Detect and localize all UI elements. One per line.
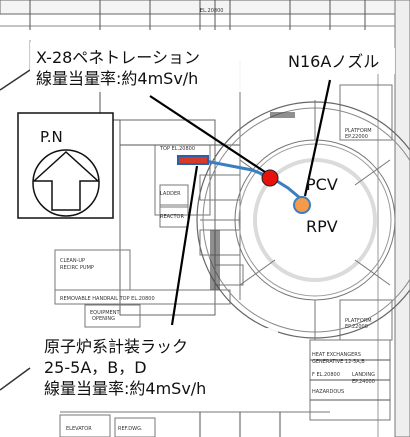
recirc-label: RECIRC PUMP (60, 265, 94, 271)
heat-exchangers-sub-label: GENERATIVE 12-5A,B (312, 359, 365, 365)
platform-bot-label: PLATFORM (345, 318, 372, 324)
landing-label: LANDING (352, 372, 375, 378)
ladder-label: LADDER (160, 191, 181, 197)
north-label: P.N (40, 128, 63, 146)
rpv-label: RPV (306, 217, 338, 236)
nozzle-leader (303, 79, 332, 197)
penetration-marker (261, 169, 279, 187)
blueprint-labels: TOP EL.20800 PLATFORM EP.22000 PLATFORM … (60, 8, 375, 432)
reactor-label: REACTOR (160, 214, 184, 220)
platform-top-label: PLATFORM (345, 128, 372, 134)
floor-el-label: F EL.20800 (312, 372, 340, 378)
equipment-label: EQUIPMENT (90, 310, 120, 316)
el20800-top-label: EL.20800 (200, 8, 223, 14)
penetration-title: X-28ペネトレーション (36, 48, 200, 67)
platform-top-el-label: EP.22000 (345, 134, 368, 140)
nozzle-title: N16Aノズル (288, 52, 379, 71)
rack-ids: 25-5A，B，D (44, 358, 147, 377)
rack-dose: 線量当量率:約4mSv/h (44, 379, 206, 398)
heat-exchangers-label: HEAT EXCHANGERS (312, 352, 361, 358)
opening-label: OPENING (92, 316, 115, 322)
handrail-label: REMOVABLE HANDRAIL TOP EL.20800 (60, 296, 155, 302)
clean-up-label: CLEAN-UP (60, 258, 85, 264)
ref-dwg-label: REF.DWG. (118, 426, 143, 432)
penetration-callout: X-28ペネトレーション 線量当量率:約4mSv/h (30, 42, 255, 92)
north-arrow-icon (32, 150, 100, 211)
hazardous-label: HAZARDOUS (312, 389, 344, 395)
elevator-label: ELEVATOR (66, 426, 92, 432)
rack-callout: 原子炉系計装ラック 25-5A，B，D 線量当量率:約4mSv/h (38, 328, 278, 400)
el24000-label: EP.24000 (352, 379, 375, 385)
top-el-label: TOP EL.20800 (159, 146, 195, 152)
rack-title: 原子炉系計装ラック (44, 337, 188, 356)
instrument-rack-marker (177, 155, 209, 165)
north-indicator: P.N (17, 112, 114, 219)
platform-bot-el-label: EP.22000 (345, 324, 368, 330)
penetration-leader (149, 95, 266, 173)
pcv-label: PCV (306, 175, 338, 194)
penetration-dose: 線量当量率:約4mSv/h (36, 69, 198, 88)
nozzle-marker (293, 196, 311, 214)
nozzle-callout: N16Aノズル (284, 48, 395, 74)
rack-leader (170, 165, 199, 326)
